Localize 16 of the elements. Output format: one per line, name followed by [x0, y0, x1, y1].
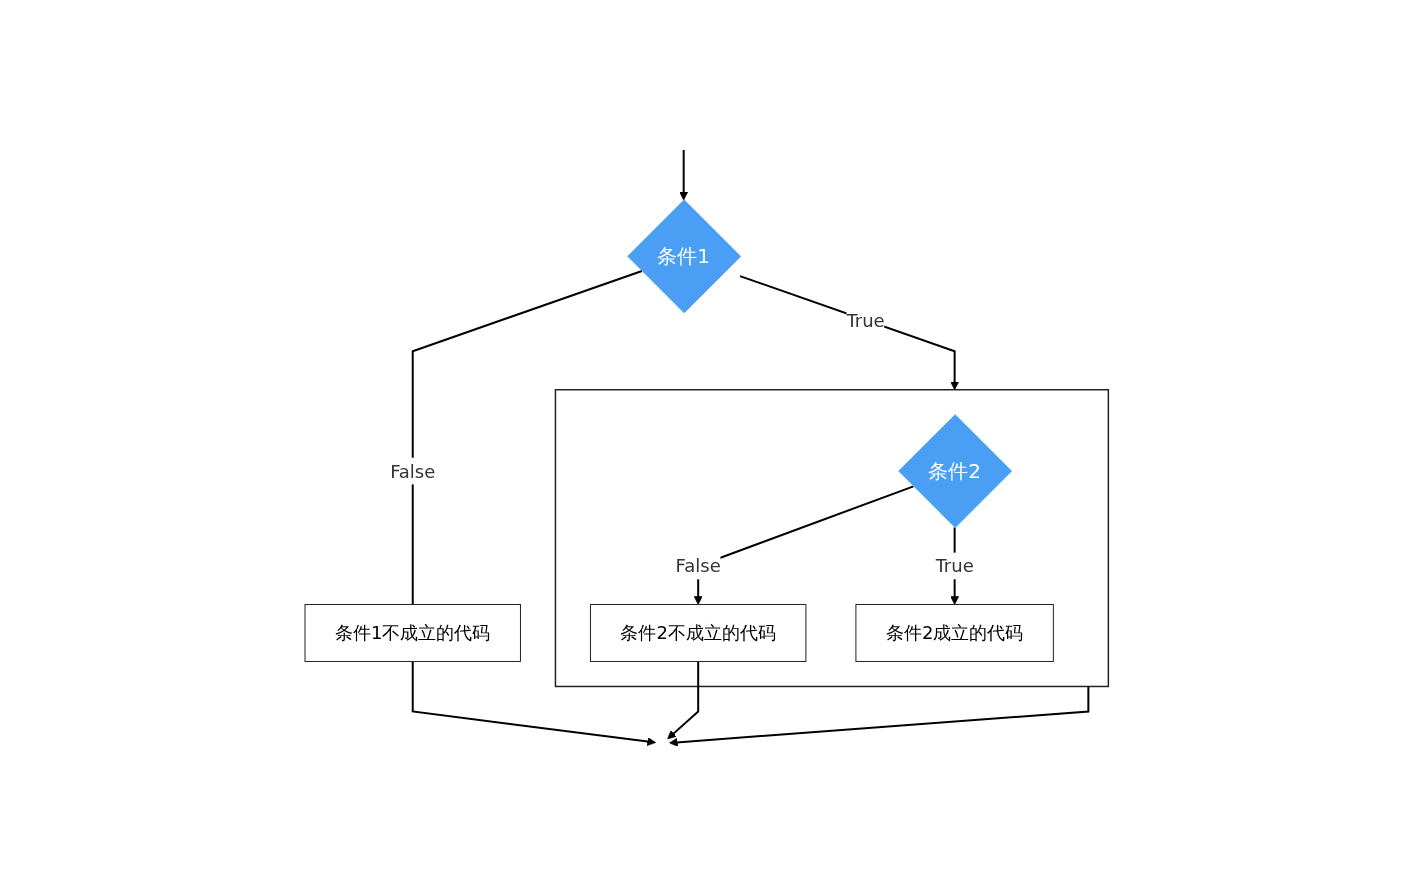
node-box: 条件2不成立的代码 [590, 603, 807, 662]
connector [412, 269, 644, 606]
cluster [555, 388, 1110, 687]
node-diamond: 条件1 [627, 199, 742, 313]
node-box: 条件2成立的代码 [855, 603, 1055, 662]
node-diamond: 条件2 [898, 414, 1013, 528]
arrow [412, 660, 657, 746]
edge-label: False [390, 460, 436, 482]
edge-label: True [846, 309, 885, 331]
arrow [667, 660, 700, 739]
edge-label: False [675, 555, 722, 577]
arrow [679, 148, 689, 201]
node-box: 条件1不成立的代码 [304, 603, 522, 662]
arrow [739, 274, 960, 390]
edge-label: True [935, 555, 975, 577]
arrow [669, 685, 1090, 747]
